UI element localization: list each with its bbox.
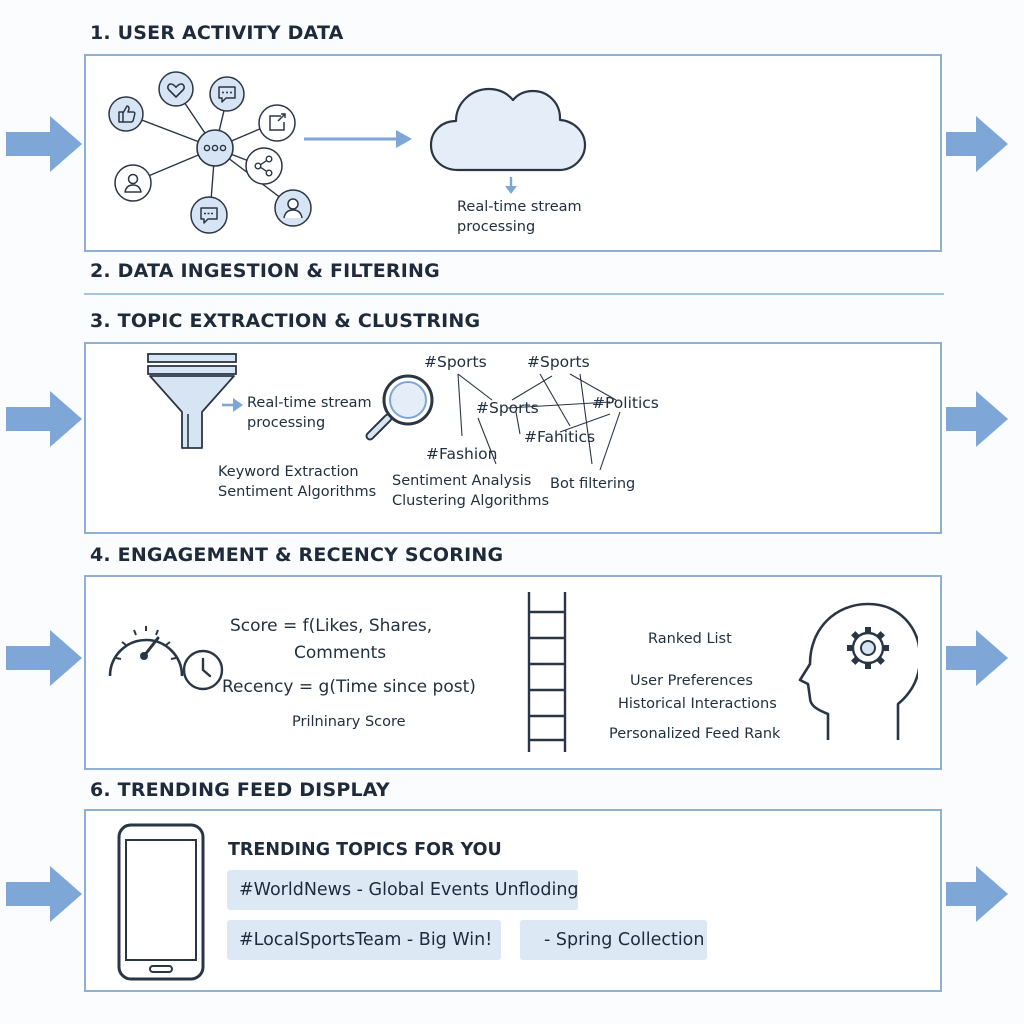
message-icon: [190, 196, 228, 234]
sentiment-analysis-label: Sentiment Analysis: [392, 473, 532, 489]
speedometer-icon: [104, 614, 188, 684]
bot-filtering-label: Bot filtering: [550, 476, 636, 492]
heart-icon: [158, 71, 194, 107]
cloud-icon: [428, 74, 592, 178]
hashtag-fahitics: #Fahitics: [524, 428, 596, 446]
user-preferences-label: User Preferences: [630, 673, 753, 689]
section-2-divider: [84, 293, 944, 295]
section-6-title: 6. TRENDING FEED DISPLAY: [90, 779, 390, 801]
score-formula-line2: Comments: [294, 643, 387, 663]
topic-cluster-links: [420, 360, 650, 480]
section-4-title: 4. ENGAGEMENT & RECENCY SCORING: [90, 544, 504, 566]
section-4-panel: [84, 575, 942, 770]
ranked-list-label: Ranked List: [648, 631, 732, 647]
smartphone-icon: [116, 822, 206, 982]
ladder-icon: [523, 590, 571, 754]
trending-item-spring-collection[interactable]: - Spring Collection: [520, 920, 707, 960]
user-icon: [114, 164, 152, 202]
hashtag-sports-1: #Sports: [424, 353, 487, 371]
funnel-caption-line1: Real-time stream: [247, 395, 372, 411]
repost-icon: [258, 104, 296, 142]
hub-icon: [195, 128, 235, 168]
hashtag-sports-3: #Sports: [476, 399, 539, 417]
flow-arrow-in-3: [6, 391, 82, 447]
historical-interactions-label: Historical Interactions: [618, 696, 777, 712]
trending-item-worldnews[interactable]: #WorldNews - Global Events Unfloding: [227, 870, 579, 910]
share-icon: [245, 147, 283, 185]
sentiment-algorithms-label: Sentiment Algorithms: [218, 484, 377, 500]
head-gear-icon: [798, 598, 918, 746]
score-formula-line1: Score = f(Likes, Shares,: [230, 616, 433, 636]
hashtag-politics: #Politics: [592, 394, 659, 412]
comment-icon: [209, 76, 245, 112]
clustering-algorithms-label: Clustering Algorithms: [392, 493, 550, 509]
profile-icon: [274, 189, 312, 227]
flow-arrow-in-6: [6, 866, 82, 922]
funnel-icon: [146, 352, 240, 452]
section-2-title: 2. DATA INGESTION & FILTERING: [90, 260, 440, 282]
hashtag-fashion: #Fashion: [426, 445, 498, 463]
flow-arrow-out-1: [946, 116, 1022, 172]
clock-icon: [181, 648, 225, 692]
hashtag-sports-2: #Sports: [527, 353, 590, 371]
personalized-rank-label: Personalized Feed Rank: [609, 726, 781, 742]
like-icon: [108, 96, 144, 132]
flow-arrow-in-4: [6, 630, 82, 686]
funnel-caption-line2: processing: [247, 415, 326, 431]
recency-formula: Recency = g(Time since post): [222, 677, 476, 697]
flow-arrow-out-6: [946, 866, 1022, 922]
flow-arrow-out-3: [946, 391, 1022, 447]
funnel-arrow-icon: [222, 397, 244, 413]
magnifier-icon: [362, 372, 440, 444]
stream-arrow-icon: [304, 128, 414, 150]
preliminary-score-label: Prilninary Score: [292, 714, 406, 730]
trending-item-localsports[interactable]: #LocalSportsTeam - Big Win!: [227, 920, 501, 960]
cloud-caption-line2: processing: [457, 219, 536, 235]
cloud-down-arrow-icon: [503, 177, 519, 195]
cloud-caption-line1: Real-time stream: [457, 199, 582, 215]
keyword-extraction-label: Keyword Extraction: [218, 464, 359, 480]
flow-arrow-out-4: [946, 630, 1022, 686]
section-3-title: 3. TOPIC EXTRACTION & CLUSTRING: [90, 310, 481, 332]
flow-arrow-in-1: [6, 116, 82, 172]
trending-feed-heading: TRENDING TOPICS FOR YOU: [228, 840, 502, 860]
section-1-title: 1. USER ACTIVITY DATA: [90, 22, 344, 44]
